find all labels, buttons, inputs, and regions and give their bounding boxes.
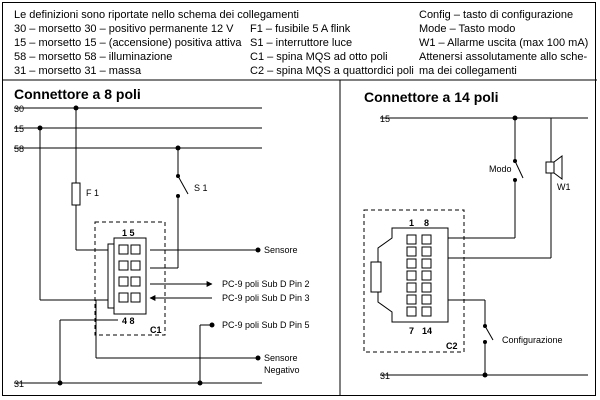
config-label: Configurazione bbox=[502, 335, 563, 345]
pin-3 bbox=[118, 276, 129, 287]
pin bbox=[421, 294, 432, 305]
pin bbox=[406, 294, 417, 305]
c2-pin-8-label: 8 bbox=[424, 218, 429, 228]
pc-pin2-label: PC-9 poli Sub D Pin 2 bbox=[222, 279, 310, 289]
terminal-15-label: 15 bbox=[14, 124, 24, 134]
diagram-frame bbox=[2, 2, 596, 396]
left-diagram bbox=[14, 107, 262, 384]
terminal-31-label: 31 bbox=[14, 379, 24, 389]
pins-top-label: 1 5 bbox=[122, 228, 135, 238]
pin bbox=[421, 270, 432, 281]
legend-line: Config – tasto di configurazione bbox=[419, 9, 574, 21]
pin bbox=[406, 258, 417, 269]
fuse-label: F 1 bbox=[86, 188, 99, 198]
pin bbox=[406, 246, 417, 257]
pin bbox=[406, 234, 417, 245]
switch-contact bbox=[483, 324, 487, 328]
pin bbox=[421, 234, 432, 245]
pin bbox=[421, 306, 432, 317]
fuse-f1 bbox=[71, 182, 81, 206]
pin-6 bbox=[130, 260, 141, 271]
junction-dot bbox=[73, 105, 79, 111]
junction-dot bbox=[175, 145, 181, 151]
w1-label: W1 bbox=[557, 182, 571, 192]
legend-line: 58 – morsetto 58 – illuminazione bbox=[14, 51, 173, 63]
legend-line: 15 – morsetto 15 – (accensione) positiva… bbox=[14, 37, 242, 49]
junction-dot bbox=[197, 380, 203, 386]
legend-line: ma dei collegamenti bbox=[419, 65, 517, 77]
left-junctions bbox=[37, 105, 261, 386]
pin bbox=[421, 246, 432, 257]
w1-speaker-box bbox=[545, 161, 555, 174]
terminal-15-right-label: 15 bbox=[380, 114, 390, 124]
junction-dot bbox=[255, 247, 261, 253]
switch-config bbox=[484, 325, 494, 341]
switch-contact bbox=[176, 174, 180, 178]
terminal-30-label: 30 bbox=[14, 104, 24, 114]
sensore-label: Sensore bbox=[264, 245, 298, 255]
switch-label: S 1 bbox=[194, 183, 208, 193]
c2-pin-7-label: 7 bbox=[409, 326, 414, 336]
terminal-58-label: 58 bbox=[14, 144, 24, 154]
pin bbox=[406, 306, 417, 317]
left-labels: 30 15 58 31 F 1 S 1 1 5 4 8 C1 Sensore P… bbox=[14, 104, 310, 389]
legend-line: Attenersi assolutamente allo sche- bbox=[419, 51, 588, 63]
pc-pin3-label: PC-9 poli Sub D Pin 3 bbox=[222, 293, 310, 303]
junction-dot bbox=[57, 380, 63, 386]
connector-c1-box bbox=[94, 221, 166, 336]
junction-dot bbox=[482, 372, 488, 378]
junction-dot bbox=[209, 322, 215, 328]
pin-1 bbox=[118, 244, 129, 255]
pin bbox=[421, 258, 432, 269]
sensore-neg-label-2: Negativo bbox=[264, 365, 300, 375]
junction-dot bbox=[255, 355, 261, 361]
switch-s1 bbox=[177, 175, 189, 195]
left-section-title: Connettore a 8 poli bbox=[14, 86, 141, 102]
legend-line: 30 – morsetto 30 – positivo permanente 1… bbox=[14, 23, 234, 35]
switch-contact bbox=[483, 340, 487, 344]
pin bbox=[421, 282, 432, 293]
c2-pins bbox=[406, 234, 432, 317]
legend-line: S1 – interruttore luce bbox=[250, 37, 353, 49]
legend-line: Mode – Tasto modo bbox=[419, 23, 516, 35]
pin-7 bbox=[130, 276, 141, 287]
pc-pin5-label: PC-9 poli Sub D Pin 5 bbox=[222, 320, 310, 330]
connector-c2-box bbox=[363, 209, 465, 353]
pin-5 bbox=[130, 244, 141, 255]
pin bbox=[406, 270, 417, 281]
pins-bottom-label: 4 8 bbox=[122, 316, 135, 326]
right-junctions bbox=[482, 115, 518, 378]
right-labels: 15 31 Modo W1 1 8 7 14 C2 Configurazione bbox=[380, 114, 571, 381]
junction-dot bbox=[512, 115, 518, 121]
switch-modo bbox=[514, 160, 524, 179]
right-section-title: Connettore a 14 poli bbox=[364, 89, 499, 105]
modo-label: Modo bbox=[489, 164, 512, 174]
legend-line: W1 – Allarme uscita (max 100 mA) bbox=[419, 37, 589, 49]
c2-pin-14-label: 14 bbox=[422, 326, 432, 336]
legend-line: C2 – spina MQS a quattordici poli bbox=[250, 65, 414, 77]
connector-c2-latch bbox=[370, 261, 382, 293]
legend-line: F1 – fusibile 5 A flink bbox=[250, 23, 351, 35]
junction-dot bbox=[37, 125, 43, 131]
terminal-31-right-label: 31 bbox=[380, 371, 390, 381]
pin-8 bbox=[130, 292, 141, 303]
connector-c1-latch bbox=[107, 243, 115, 309]
legend-line: 31 – morsetto 31 – massa bbox=[14, 65, 142, 77]
w1-speaker-cone bbox=[553, 155, 563, 180]
switch-contact bbox=[513, 178, 517, 182]
switch-contact bbox=[513, 159, 517, 163]
switch-contact bbox=[176, 194, 180, 198]
sensore-neg-label: Sensore bbox=[264, 353, 298, 363]
connector-c1-label: C1 bbox=[150, 325, 162, 335]
legend-line: C1 – spina MQS ad otto poli bbox=[250, 51, 388, 63]
connector-c2-label: C2 bbox=[446, 341, 458, 351]
pin-2 bbox=[118, 260, 129, 271]
c2-pin-1-label: 1 bbox=[409, 218, 414, 228]
pin-4 bbox=[118, 292, 129, 303]
pin bbox=[406, 282, 417, 293]
legend-line: Le definizioni sono riportate nello sche… bbox=[14, 9, 299, 21]
